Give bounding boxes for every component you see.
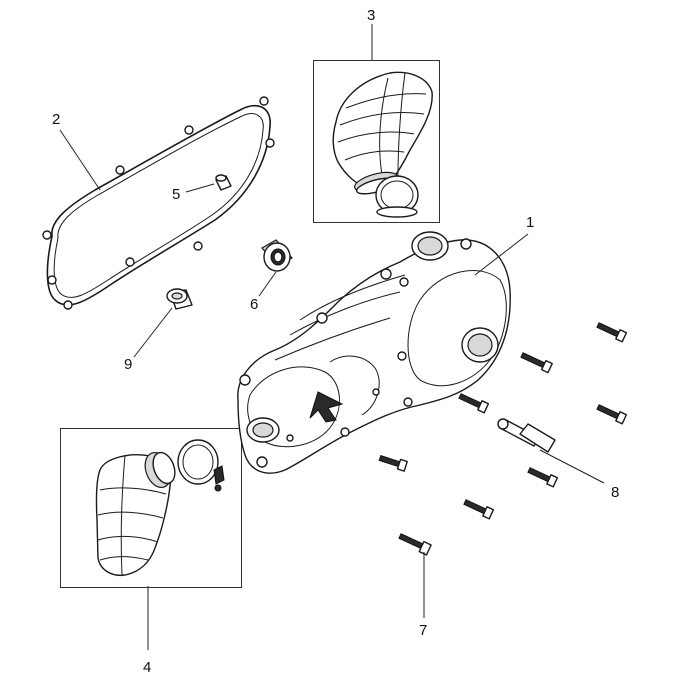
callout-1: 1 [526,214,535,231]
leader-lines [59,24,605,650]
part-8-spacer [497,418,556,453]
callout-9: 9 [124,356,133,373]
bolt [596,322,628,343]
part-7-bolts [378,322,628,556]
part-3-intake-duct [332,71,433,218]
part-4-outlet-duct [95,439,225,577]
part-5-dowel-pin [215,174,232,191]
callout-7: 7 [419,622,428,639]
part-9-bushing [166,288,193,310]
bolt [463,499,495,520]
part-2-gasket [42,96,275,310]
callout-6: 6 [250,296,259,313]
bolt [398,533,432,556]
part-4-frame [60,428,242,588]
callout-5: 5 [172,186,181,203]
part-3-frame [313,60,440,223]
bolt [527,467,559,488]
callout-8: 8 [611,484,620,501]
part-6-bearing [261,239,293,272]
bolt [520,352,553,374]
callout-2: 2 [52,111,61,128]
bolt [458,393,490,414]
callout-4: 4 [143,659,152,676]
callout-3: 3 [367,7,376,24]
part-1-cvt-cover [237,231,511,474]
bolt [596,404,628,425]
bolt [378,454,408,472]
